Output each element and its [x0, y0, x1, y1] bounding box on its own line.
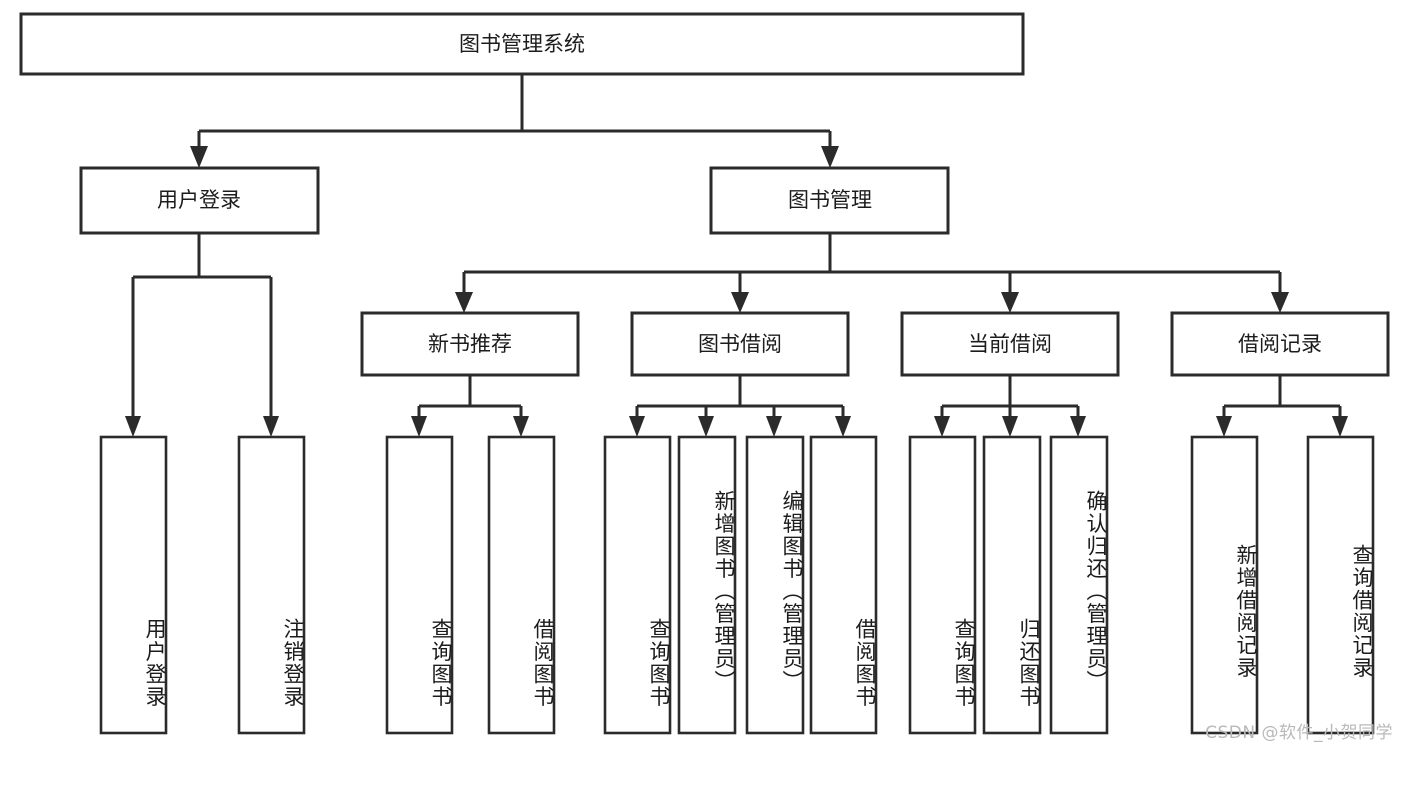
arrowhead-leaf-add-record: [1216, 416, 1232, 437]
node-root-box[interactable]: [19, 12, 1025, 76]
node-book-manage-box[interactable]: [709, 166, 950, 235]
node-leaf-add-record-box[interactable]: [1190, 435, 1259, 735]
arrowhead-user-login: [190, 146, 208, 168]
connectors-new-book-recommend-to-leaves: [411, 375, 529, 437]
node-leaf-add-book-box[interactable]: [677, 435, 737, 735]
node-book-borrow-label: 图书借阅: [698, 332, 782, 356]
node-current-borrow-label: 当前借阅: [968, 332, 1052, 356]
node-leaf-query-record-box[interactable]: [1306, 435, 1375, 735]
node-user-login-box[interactable]: [79, 166, 320, 235]
connectors-current-borrow-to-leaves: [934, 375, 1086, 437]
arrowhead-leaf-logout-login: [263, 416, 279, 437]
arrowhead-leaf-query-book-2: [629, 416, 645, 437]
connectors-book-borrow-to-leaves: [629, 375, 851, 437]
node-leaf-confirm-return-box[interactable]: [1049, 435, 1109, 735]
arrowhead-leaf-query-record: [1332, 416, 1348, 437]
node-leaf-query-book-3-box[interactable]: [908, 435, 977, 735]
node-borrow-record[interactable]: 借阅记录: [1170, 311, 1390, 377]
connectors-book-manage-to-level2: [455, 233, 1289, 313]
node-leaf-borrow-book-2-box[interactable]: [809, 435, 878, 735]
arrowhead-leaf-borrow-book-2: [835, 416, 851, 437]
arrowhead-leaf-query-book-3: [934, 416, 950, 437]
node-user-login[interactable]: 用户登录: [79, 166, 320, 235]
node-current-borrow-box[interactable]: [900, 311, 1120, 377]
node-leaf-return-book-box[interactable]: [982, 435, 1042, 735]
arrowhead-new-book-recommend: [455, 292, 473, 313]
arrowhead-leaf-return-book: [1002, 416, 1018, 437]
node-user-login-label: 用户登录: [157, 188, 241, 212]
node-current-borrow[interactable]: 当前借阅: [900, 311, 1120, 377]
arrowhead-leaf-edit-book: [766, 416, 782, 437]
connectors-borrow-record-to-leaves: [1216, 375, 1348, 437]
arrowhead-borrow-record: [1271, 292, 1289, 313]
node-book-manage-label: 图书管理: [788, 188, 872, 212]
node-new-book-recommend-label: 新书推荐: [428, 332, 512, 356]
connectors-user-login-to-leaves: [125, 233, 279, 437]
node-borrow-record-label: 借阅记录: [1238, 332, 1322, 356]
csdn-watermark: CSDN @软件_小贺同学: [1205, 723, 1393, 743]
diagram-canvas: 图书管理系统 用户登录 图书管理 新书推荐 图书借阅 当前借阅 借阅记录: [19, 12, 1390, 735]
node-leaf-query-book-2-box[interactable]: [603, 435, 672, 735]
node-leaf-query-book-1-box[interactable]: [385, 435, 454, 735]
arrowhead-book-borrow: [731, 292, 749, 313]
arrowhead-current-borrow: [1001, 292, 1019, 313]
node-borrow-record-box[interactable]: [1170, 311, 1390, 377]
node-book-manage[interactable]: 图书管理: [709, 166, 950, 235]
node-root[interactable]: 图书管理系统: [19, 12, 1025, 76]
node-book-borrow-box[interactable]: [630, 311, 850, 377]
node-leaf-logout-login-box[interactable]: [237, 435, 306, 735]
arrowhead-leaf-query-book-1: [411, 416, 427, 437]
arrowhead-leaf-borrow-book-1: [513, 416, 529, 437]
node-book-borrow[interactable]: 图书借阅: [630, 311, 850, 377]
node-new-book-recommend-box[interactable]: [360, 311, 580, 377]
arrowhead-leaf-confirm-return: [1070, 416, 1086, 437]
arrowhead-leaf-add-book: [698, 416, 714, 437]
connectors-root-to-level1: [190, 74, 839, 168]
book-management-system-diagram: 图书管理系统 用户登录 图书管理 新书推荐 图书借阅 当前借阅 借阅记录: [19, 12, 1393, 743]
node-leaf-user-login-box[interactable]: [99, 435, 168, 735]
arrowhead-book-manage: [821, 146, 839, 168]
node-root-label: 图书管理系统: [459, 32, 585, 56]
node-leaf-edit-book-box[interactable]: [745, 435, 805, 735]
node-leaf-borrow-book-1-box[interactable]: [487, 435, 556, 735]
node-new-book-recommend[interactable]: 新书推荐: [360, 311, 580, 377]
arrowhead-leaf-user-login: [125, 416, 141, 437]
